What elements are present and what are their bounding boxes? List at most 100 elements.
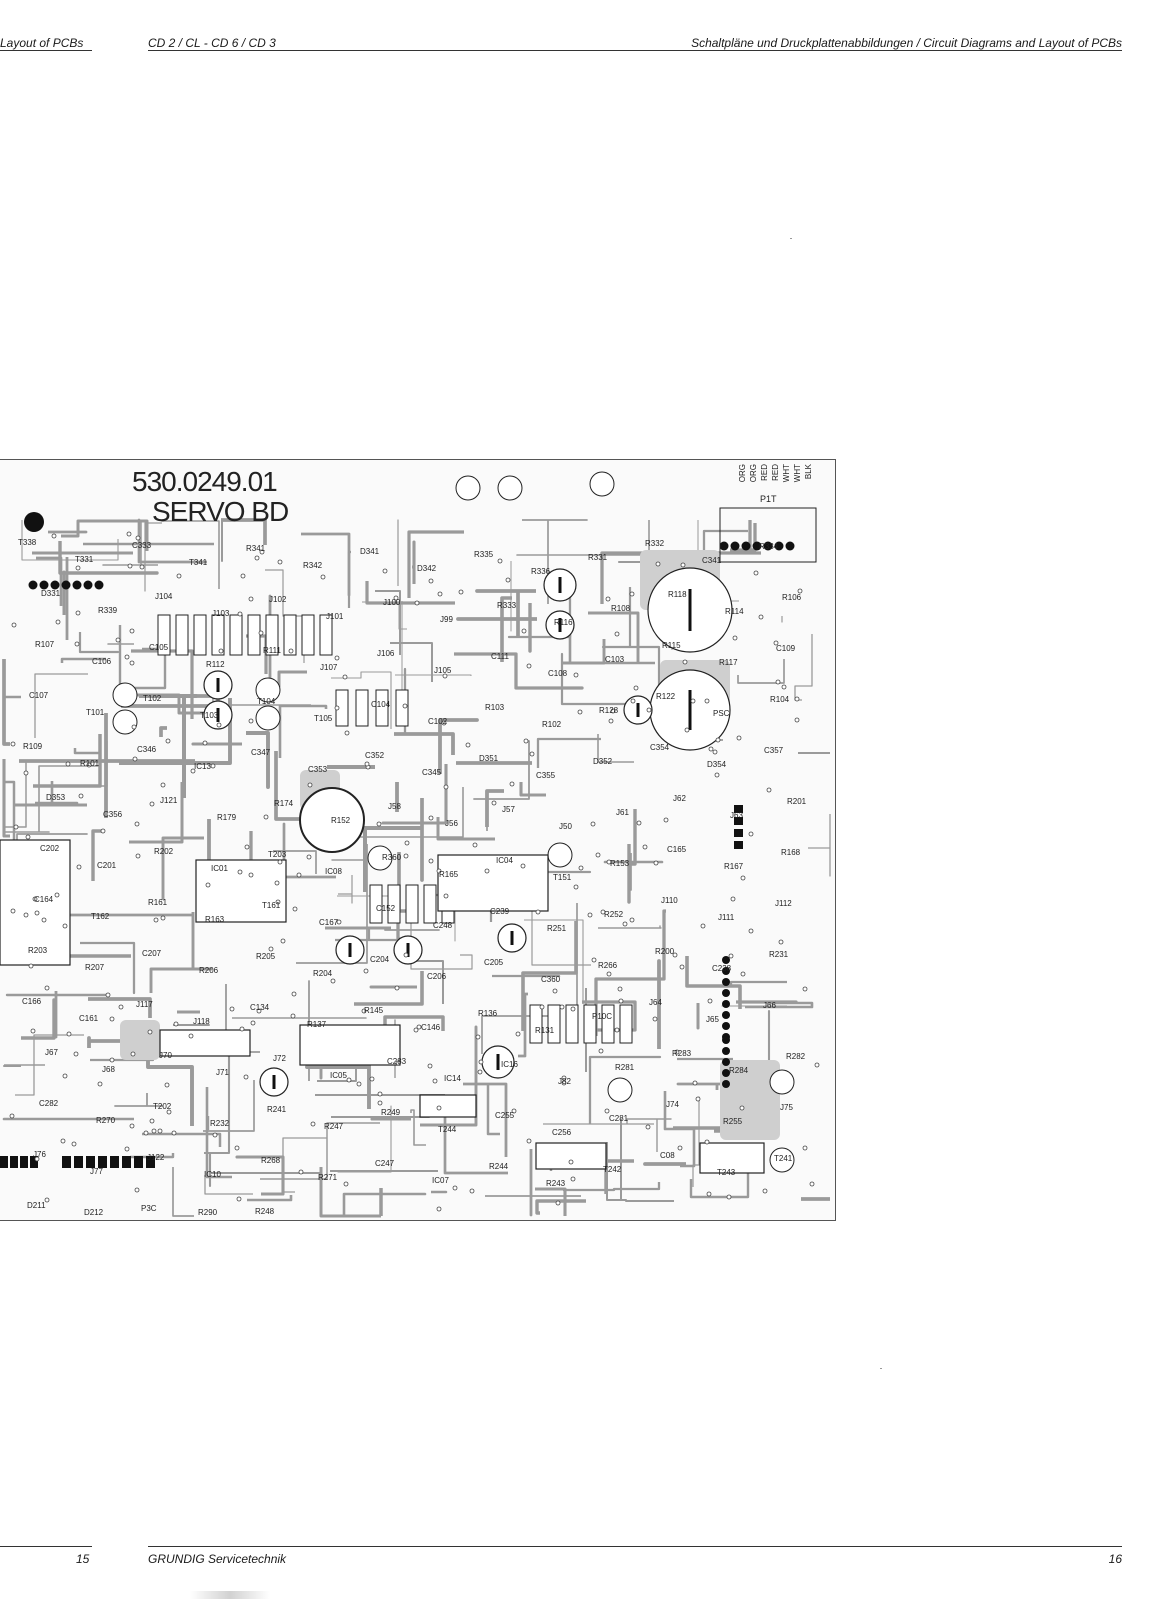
- component-designator: IC14: [444, 1074, 461, 1083]
- component-designator: J104: [155, 592, 173, 601]
- component-designator: R331: [588, 553, 608, 562]
- component-designator: C341: [702, 556, 722, 565]
- component-designator: R103: [485, 703, 505, 712]
- component-designator: R152: [331, 816, 351, 825]
- component-designator: R174: [274, 799, 294, 808]
- component-designator: IC13: [194, 762, 211, 771]
- component-designator: C238: [712, 964, 732, 973]
- component-designator: J57: [502, 805, 515, 814]
- wire-color-label: ORG: [738, 464, 747, 483]
- component-designator: P3C: [141, 1204, 157, 1213]
- component-designator: J118: [193, 1017, 210, 1026]
- component-designator: J103: [212, 609, 230, 618]
- component-designator: R137: [307, 1020, 327, 1029]
- component-designator: J112: [775, 899, 792, 908]
- component-designator: R203: [28, 946, 48, 955]
- component-designator: PSC: [713, 709, 730, 718]
- component-designator: R249: [381, 1108, 401, 1117]
- pcb-artwork: [0, 471, 831, 1218]
- header-document-title: Schaltpläne und Druckplattenabbildungen …: [691, 36, 1122, 50]
- component-designator: R247: [324, 1122, 344, 1131]
- component-designator: C355: [536, 771, 556, 780]
- component-designator: R112: [206, 660, 225, 669]
- component-designator: R204: [313, 969, 333, 978]
- component-designator: R360: [382, 853, 402, 862]
- component-designator: J77: [90, 1167, 103, 1176]
- component-designator: R281: [615, 1063, 635, 1072]
- component-designator: IC04: [496, 856, 513, 865]
- component-designator: C354: [650, 743, 670, 752]
- component-designator: T161: [262, 901, 281, 910]
- component-designator: T203: [268, 850, 287, 859]
- component-designator: C205: [484, 958, 504, 967]
- component-designator: C206: [427, 972, 447, 981]
- component-designator: R332: [645, 539, 665, 548]
- component-designator: J70: [159, 1051, 172, 1060]
- component-designator: D341: [360, 547, 380, 556]
- component-designator: C202: [40, 844, 60, 853]
- board-part-number: 530.0249.01: [132, 466, 278, 497]
- component-designator: J67: [45, 1048, 58, 1057]
- component-designator: R207: [85, 963, 105, 972]
- component-designator: C256: [552, 1128, 572, 1137]
- component-designator: R251: [547, 924, 567, 933]
- component-designator: IC16: [501, 1060, 518, 1069]
- component-designator: C105: [149, 643, 169, 652]
- component-designator: R252: [604, 910, 624, 919]
- component-designator: D354: [707, 760, 727, 769]
- component-designator: C248: [433, 921, 453, 930]
- component-designator: J122: [147, 1153, 165, 1162]
- component-designator: J121: [160, 796, 178, 805]
- component-designator: T151: [553, 873, 572, 882]
- component-designator: C108: [548, 669, 568, 678]
- component-designator: C356: [103, 810, 123, 819]
- component-designator: T243: [717, 1168, 736, 1177]
- component-designator: J74: [666, 1100, 679, 1109]
- component-designator: C204: [370, 955, 390, 964]
- component-designator: D211: [27, 1201, 46, 1210]
- component-designator: J56: [445, 819, 458, 828]
- component-designator: C357: [764, 746, 784, 755]
- connector-label: P1T: [760, 494, 777, 504]
- component-designator: C347: [251, 748, 271, 757]
- component-designator: C08: [660, 1151, 675, 1160]
- component-designator: R179: [217, 813, 237, 822]
- component-designator: T244: [438, 1125, 457, 1134]
- component-designator: T101: [86, 708, 105, 717]
- component-designator: C103: [605, 655, 625, 664]
- component-designator: R117: [719, 658, 738, 667]
- component-designator: J65: [706, 1015, 719, 1024]
- component-designator: R101: [80, 759, 100, 768]
- component-designator: J100: [383, 598, 401, 607]
- component-designator: R128: [599, 706, 619, 715]
- page-speck: [880, 1368, 882, 1369]
- component-designator: T103: [200, 711, 219, 720]
- component-designator: C353: [308, 765, 328, 774]
- component-designator: R255: [723, 1117, 743, 1126]
- component-designator: R270: [96, 1116, 116, 1125]
- component-designator: R161: [148, 898, 168, 907]
- component-designator: R106: [782, 593, 802, 602]
- component-designator: T338: [18, 538, 37, 547]
- component-designator: R342: [303, 561, 323, 570]
- component-designator: T202: [153, 1102, 172, 1111]
- component-designator: C283: [387, 1057, 407, 1066]
- component-designator: T105: [314, 714, 333, 723]
- component-designator: R131: [535, 1026, 555, 1035]
- component-designator: T241: [774, 1154, 793, 1163]
- component-designator: R333: [497, 601, 517, 610]
- header-model: CD 2 / CL - CD 6 / CD 3: [148, 36, 276, 50]
- component-designator: R283: [672, 1049, 692, 1058]
- component-designator: R206: [199, 966, 219, 975]
- component-designator: R266: [598, 961, 618, 970]
- component-designator: C282: [39, 1099, 59, 1108]
- board-name: SERVO BD: [152, 496, 289, 527]
- component-designator: J64: [649, 998, 662, 1007]
- component-designator: R202: [154, 847, 174, 856]
- component-designator: R336: [531, 567, 551, 576]
- component-designator: R107: [35, 640, 55, 649]
- component-designator: J71: [216, 1068, 229, 1077]
- component-designator: R201: [787, 797, 807, 806]
- component-designator: C352: [365, 751, 385, 760]
- component-designator: D351: [479, 754, 499, 763]
